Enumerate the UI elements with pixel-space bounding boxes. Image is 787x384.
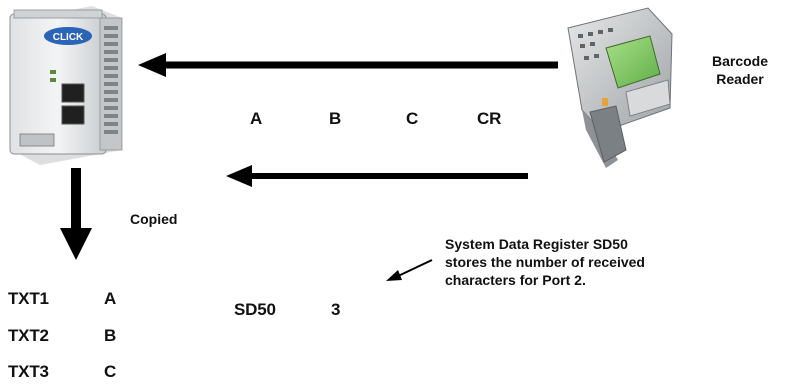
data-char-cr: CR bbox=[477, 109, 502, 128]
register-note-line3: characters for Port 2. bbox=[445, 272, 586, 288]
txt3-name: TXT3 bbox=[8, 362, 49, 381]
plc-logo-text: CLICK bbox=[53, 32, 84, 43]
txt2-value: B bbox=[104, 326, 117, 345]
register-note-line1: System Data Register SD50 bbox=[445, 236, 628, 252]
txt1-value: A bbox=[104, 289, 117, 308]
barcode-reader-icon bbox=[567, 7, 673, 168]
copied-label: Copied bbox=[130, 211, 178, 227]
data-char-b: B bbox=[329, 109, 342, 128]
txt2-name: TXT2 bbox=[8, 326, 49, 345]
register-note: System Data Register SD50 stores the num… bbox=[445, 235, 645, 289]
plc-device-icon: CLICK bbox=[9, 6, 123, 165]
plc-logo-icon bbox=[44, 27, 92, 45]
arrow-reader-to-plc bbox=[138, 53, 558, 77]
data-char-a: A bbox=[250, 109, 263, 128]
register-note-line2: stores the number of received bbox=[445, 254, 645, 270]
arrow-copied-down bbox=[60, 168, 92, 260]
barcode-reader-label-line2: Reader bbox=[716, 71, 764, 87]
txt3-value: C bbox=[104, 362, 117, 381]
sd50-value: 3 bbox=[331, 300, 341, 319]
arrow-note-pointer bbox=[386, 259, 433, 281]
sd50-label: SD50 bbox=[234, 300, 276, 319]
arrow-return-to-plc bbox=[226, 165, 528, 187]
data-char-c: C bbox=[406, 109, 419, 128]
barcode-reader-label: Barcode Reader bbox=[705, 52, 775, 88]
barcode-reader-label-line1: Barcode bbox=[711, 53, 769, 69]
txt1-name: TXT1 bbox=[8, 289, 49, 308]
